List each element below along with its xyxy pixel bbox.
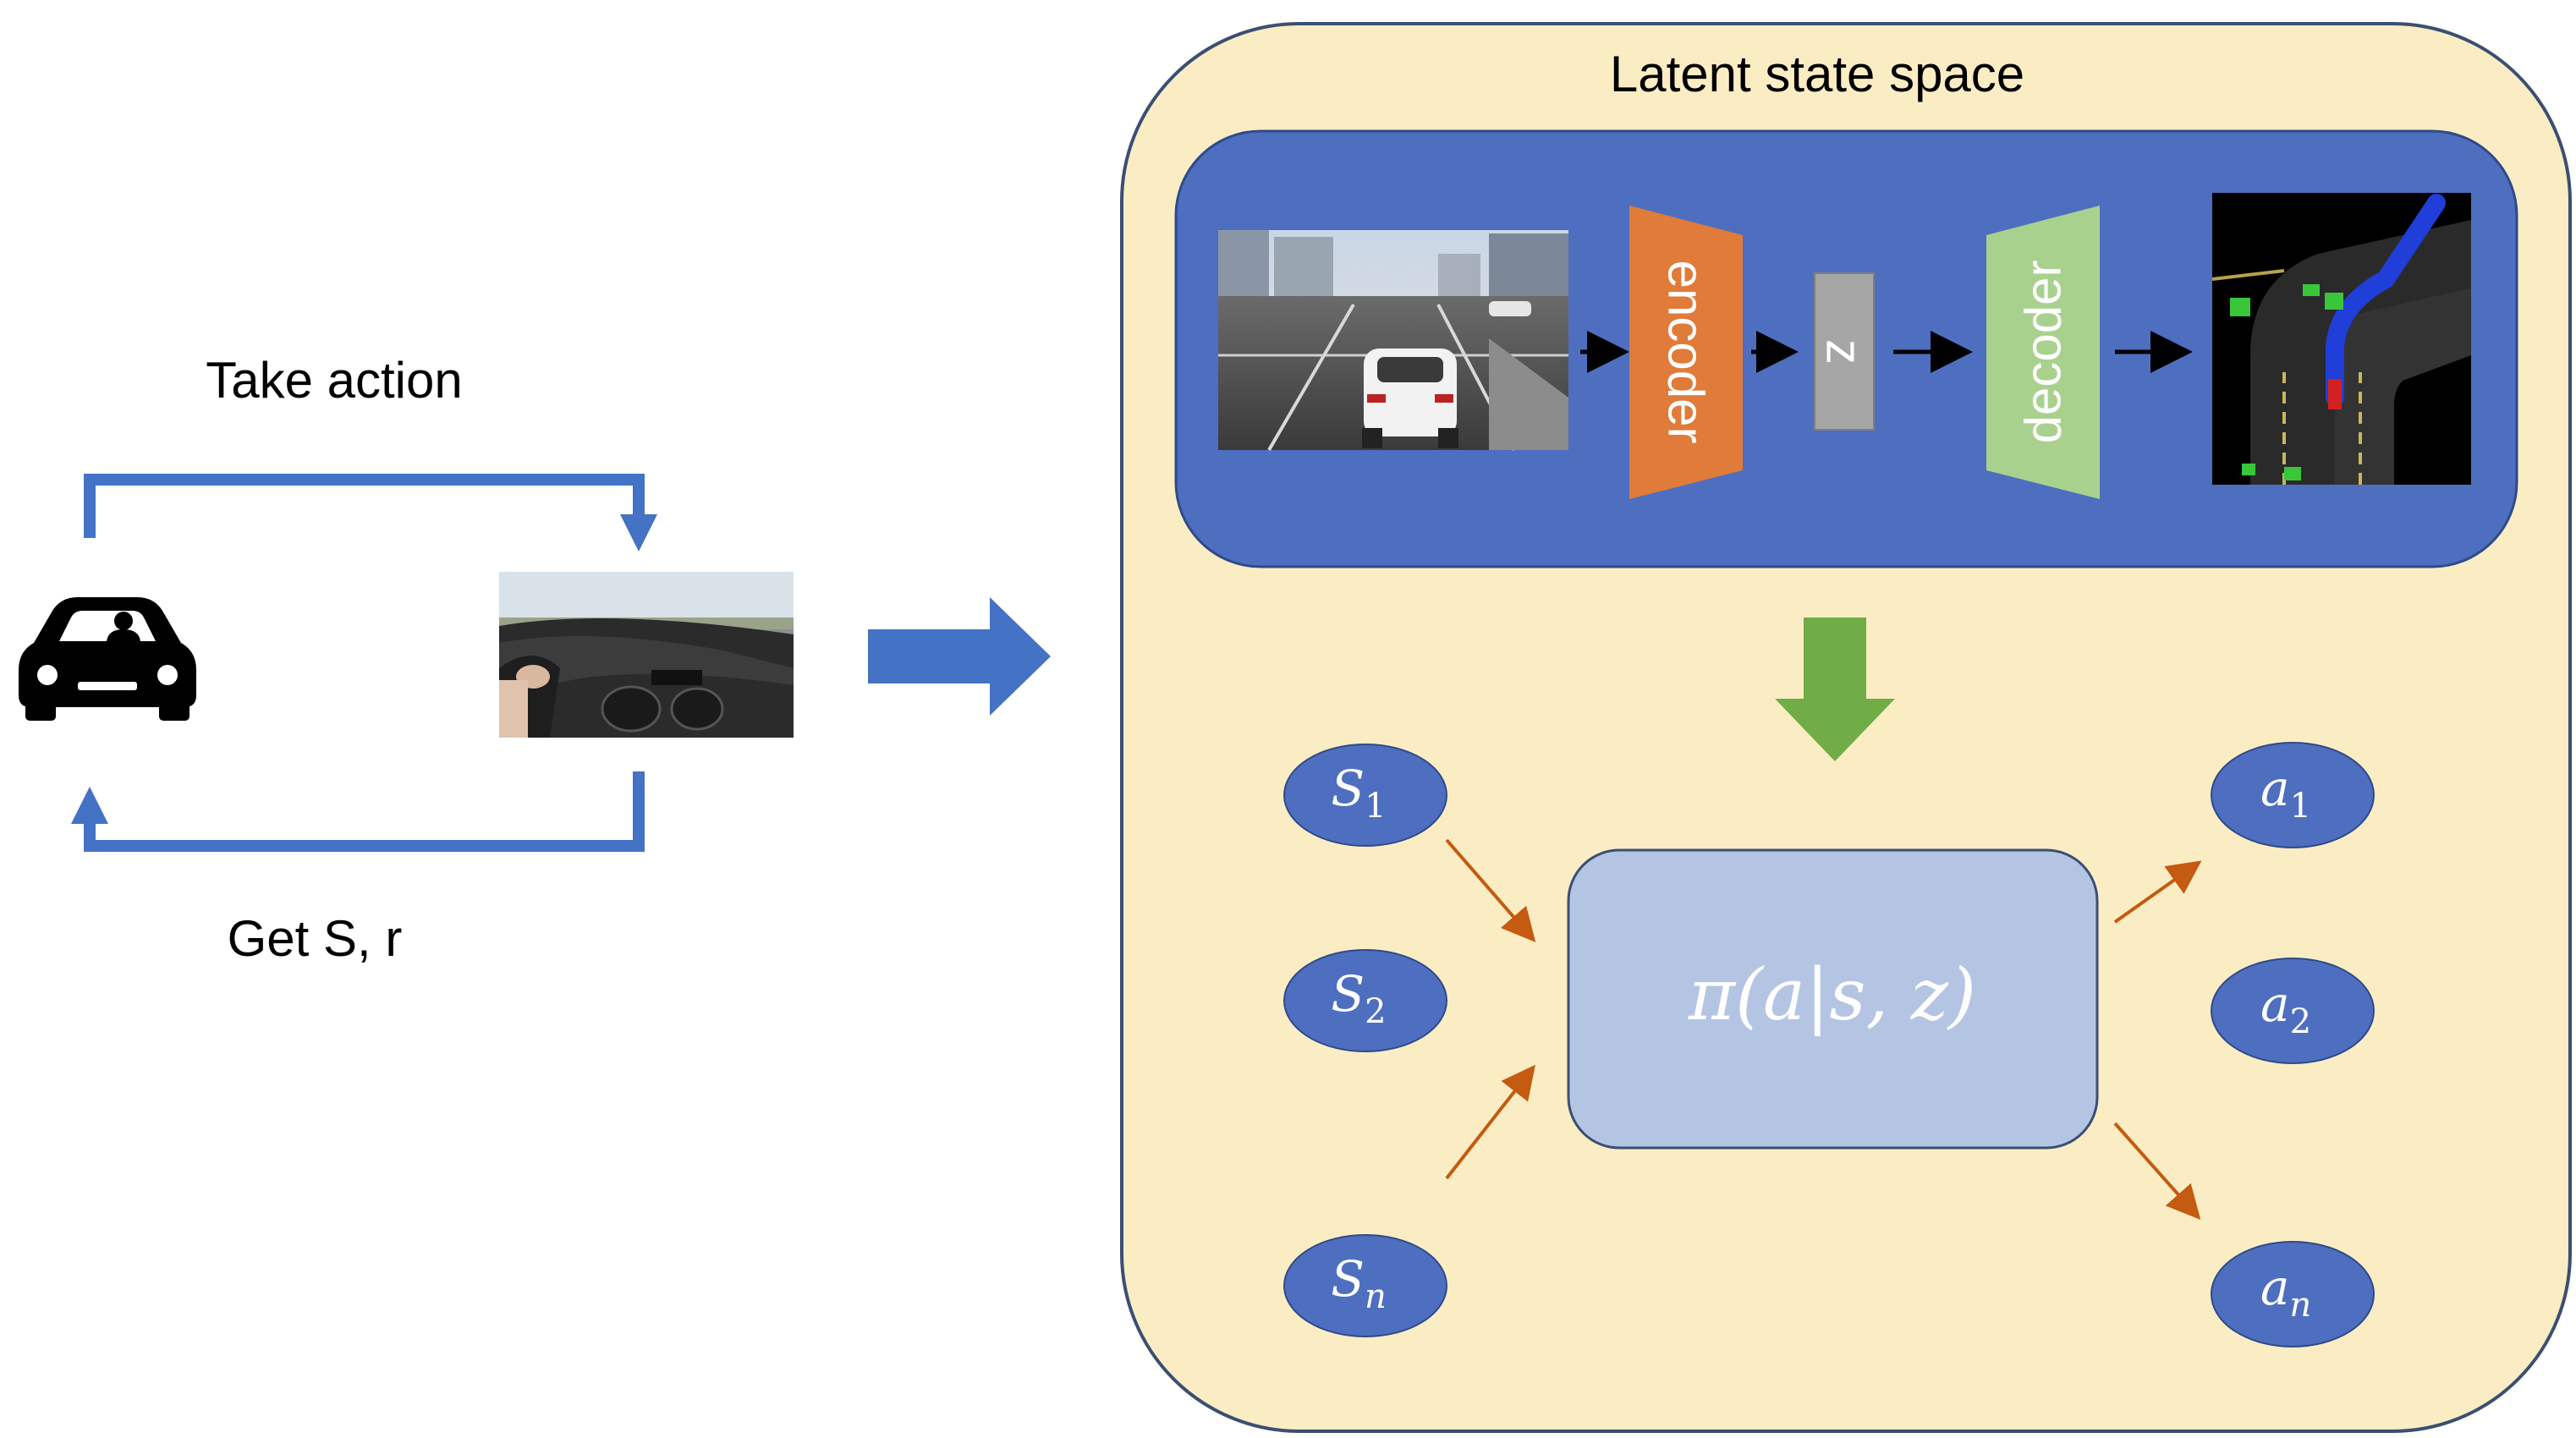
policy-box [1567,848,2099,1150]
decoder-block [1986,206,2100,499]
state-nodes: S1 S2 Sn [1283,744,1447,1337]
transform-arrow [868,597,1051,716]
edge-s1-policy [1445,838,1536,943]
state-node-2 [1283,949,1447,1052]
state-node-n [1283,1234,1447,1337]
latent-state-panel: Latent state space [1120,22,2572,1433]
state-node-n-label: Sn [1331,1250,1387,1316]
panel-title: Latent state space [1610,46,2024,102]
action-node-n [2211,1241,2375,1347]
take-action-arrow [84,474,645,538]
decoder-label: decoder [2015,261,2072,444]
edge-policy-an [2113,1122,2201,1220]
action-node-1 [2211,742,2375,848]
driver-dashboard-photo [499,572,794,738]
action-node-1-label: a1 [2260,760,2311,826]
state-node-1-label: S1 [1331,760,1386,826]
car-with-driver-icon [19,597,196,721]
edge-sn-policy [1445,1064,1535,1180]
bird-eye-semantic-map [2211,193,2471,485]
get-state-reward-label: Get S, r [228,910,403,967]
state-node-2-label: S2 [1331,965,1386,1031]
edge-policy-a1 [2113,860,2202,924]
left-loop: Take action Get S, r [19,352,794,967]
encoder-block [1629,206,1743,499]
take-action-label: Take action [206,352,463,409]
latent-z-label: z [1816,339,1873,365]
policy-label: π(a|s, z) [1688,953,1976,1036]
take-action-arrowhead [620,514,657,552]
action-nodes: a1 a2 an [2211,742,2375,1347]
latent-z-block [1814,272,1875,431]
state-node-1 [1283,744,1447,847]
action-node-2 [2211,958,2375,1064]
latent-to-policy-arrow [1775,617,1895,761]
action-node-2-label: a2 [2260,975,2311,1041]
feedback-arrowhead [71,787,108,824]
encoder-label: encoder [1658,261,1715,444]
feedback-arrow [84,771,645,852]
simulator-road-camera-view [1218,230,1568,452]
action-node-n-label: an [2260,1259,2311,1325]
